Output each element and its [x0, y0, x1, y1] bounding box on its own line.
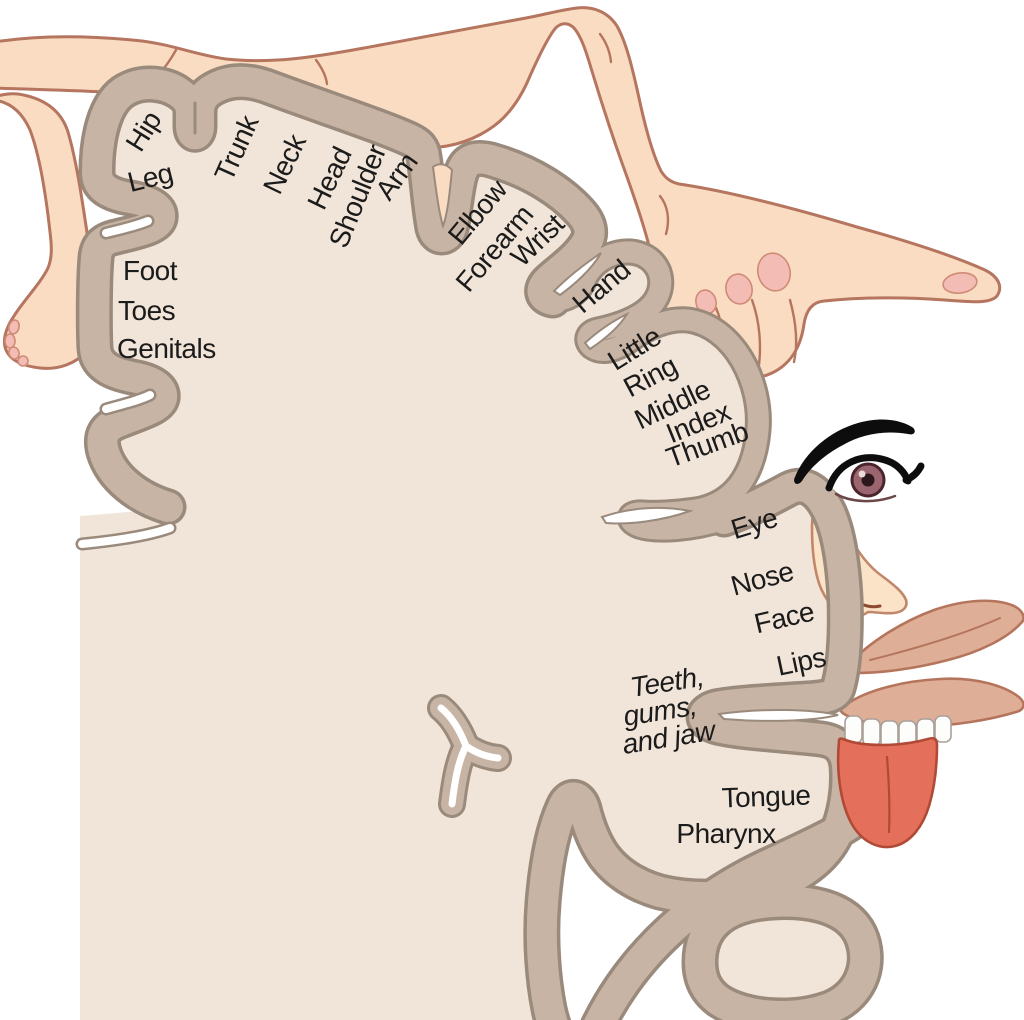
sulcus-sliver-mouth — [716, 708, 839, 722]
fingernail-middle — [756, 252, 792, 292]
upper-lip-crease — [869, 617, 1001, 661]
eyelash-flick — [902, 462, 925, 484]
label-pharynx: Pharynx — [676, 818, 776, 849]
toenail — [17, 355, 29, 367]
toenail — [8, 346, 20, 360]
tongue-crease — [885, 755, 891, 834]
sulcus-sliver-arm — [431, 163, 454, 230]
tongue-artwork — [836, 736, 939, 849]
label-tongue: Tongue — [721, 779, 811, 813]
sulcus-slit — [102, 217, 152, 237]
label-foot: Foot — [123, 255, 178, 286]
back-line — [314, 58, 329, 86]
label-toes: Toes — [118, 295, 175, 326]
elbow-crease — [598, 32, 613, 64]
label-genitals: Genitals — [117, 333, 216, 364]
sulcus-slit — [102, 391, 154, 413]
face-features — [794, 419, 952, 849]
thumb-edge — [788, 298, 798, 364]
upper-eyelid — [825, 454, 912, 492]
wrist-crease — [658, 194, 670, 236]
eye-highlight — [858, 470, 866, 478]
eye-pupil — [861, 473, 875, 487]
teeth — [844, 715, 952, 749]
leg-foot — [0, 92, 101, 370]
sulcus-slit — [78, 524, 174, 548]
lower-lip — [839, 677, 1024, 729]
eye-artwork — [825, 454, 925, 503]
cortex-band-main — [79, 66, 605, 522]
eyebrow — [794, 419, 915, 484]
sulcus-sliver-wrist — [552, 252, 602, 297]
fingernail-ring — [725, 273, 753, 305]
lower-eyelid — [834, 492, 897, 503]
toenail — [4, 333, 16, 349]
sulcus-sliver-hand — [583, 311, 630, 351]
cortex-interior — [80, 81, 848, 1020]
y-sulcus — [427, 694, 512, 818]
lower-gyrus-band — [684, 886, 881, 1020]
sulcus-sliver-eye — [600, 506, 694, 525]
fingernail-index — [942, 272, 978, 294]
